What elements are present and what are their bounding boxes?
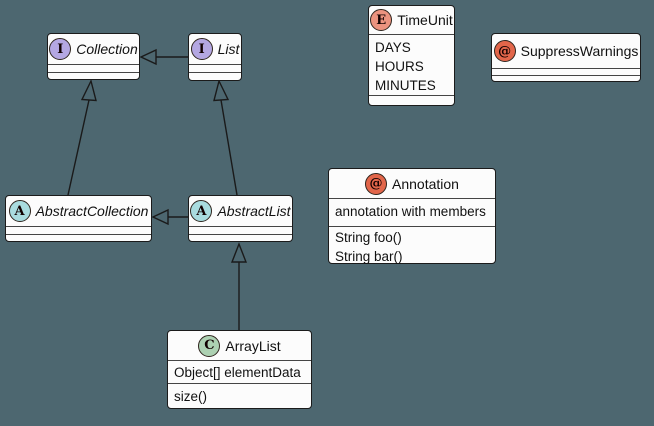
fields-compartment (189, 226, 292, 234)
class-name: Collection (76, 41, 138, 57)
class-name: List (217, 41, 240, 57)
methods-compartment (492, 75, 640, 82)
class-box-collection: I Collection (47, 33, 140, 80)
enum-constant: HOURS (375, 59, 424, 74)
class-name: AbstractCollection (35, 203, 149, 219)
class-box-list: I List (188, 33, 242, 81)
generalization-arrow-abstractcollection-collection (67, 78, 97, 196)
interface-icon: I (49, 38, 72, 60)
fields-compartment (6, 226, 151, 234)
interface-icon: I (190, 38, 213, 60)
fields-compartment (189, 64, 241, 72)
class-title: C ArrayList (168, 331, 311, 360)
enum-title: E TimeUnit (369, 6, 454, 34)
abstract-class-icon: A (190, 200, 213, 222)
annotation-box-suppresswarnings: @ SuppressWarnings (491, 33, 641, 82)
class-title: A AbstractCollection (6, 196, 151, 226)
enum-icon: E (370, 9, 393, 31)
enum-box-timeunit: E TimeUnit DAYS HOURS MINUTES (368, 5, 455, 106)
fields-compartment (48, 64, 139, 72)
fields-compartment: annotation with members (329, 198, 495, 226)
class-title: I List (189, 34, 241, 64)
enum-name: TimeUnit (397, 12, 453, 28)
methods-compartment (189, 234, 292, 242)
annotation-method: String bar() (335, 249, 403, 264)
methods-compartment (48, 72, 139, 80)
methods-compartment: size() (168, 383, 311, 410)
generalization-arrow-abstractlist-list (213, 78, 238, 196)
class-title: A AbstractList (189, 196, 292, 226)
abstract-class-icon: A (8, 200, 31, 222)
annotation-box-annotation: @ Annotation annotation with members Str… (328, 168, 496, 264)
methods-compartment: String foo() String bar() (329, 226, 495, 264)
annotation-name: SuppressWarnings (520, 43, 639, 59)
methods-compartment (6, 234, 151, 242)
methods-compartment (369, 95, 454, 106)
methods-compartment (189, 72, 241, 81)
annotation-title: @ SuppressWarnings (492, 34, 640, 68)
annotation-icon: @ (493, 40, 516, 62)
class-field: Object[] elementData (174, 365, 301, 380)
annotation-name: Annotation (392, 175, 459, 192)
annotation-icon: @ (365, 172, 388, 195)
class-box-abstractlist: A AbstractList (188, 195, 293, 242)
annotation-method: String foo() (335, 230, 402, 245)
class-icon: C (198, 334, 221, 357)
fields-compartment (492, 68, 640, 75)
generalization-arrow-arraylist-abstractlist (230, 242, 248, 330)
class-method: size() (174, 389, 207, 404)
annotation-field: annotation with members (335, 204, 486, 219)
enum-constant: MINUTES (375, 78, 436, 93)
enum-constant: DAYS (375, 40, 411, 55)
annotation-title: @ Annotation (329, 169, 495, 198)
fields-compartment: Object[] elementData (168, 360, 311, 383)
generalization-arrow-abstractlist-abstractcollection (151, 208, 188, 226)
class-name: ArrayList (225, 337, 281, 354)
generalization-arrow-list-collection (139, 48, 188, 66)
class-title: I Collection (48, 34, 139, 64)
class-box-arraylist: C ArrayList Object[] elementData size() (167, 330, 312, 409)
class-box-abstractcollection: A AbstractCollection (5, 195, 152, 242)
enum-constants-compartment: DAYS HOURS MINUTES (369, 34, 454, 95)
class-name: AbstractList (217, 203, 291, 219)
